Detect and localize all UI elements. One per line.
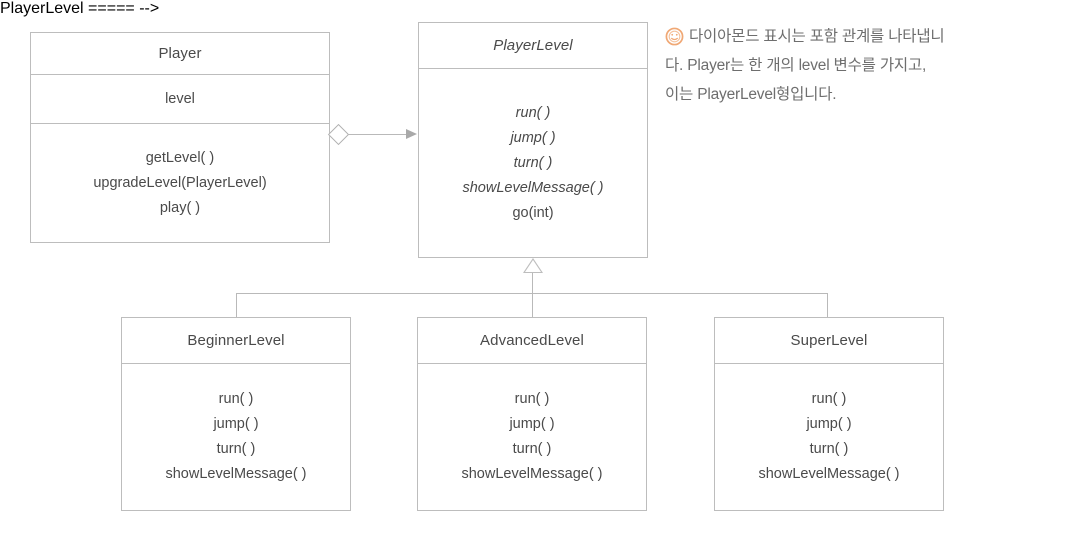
smiley-face-icon: [665, 27, 684, 46]
class-methods-compartment: run( ) jump( ) turn( ) showLevelMessage(…: [122, 363, 350, 510]
aggregation-line: [346, 134, 406, 135]
aggregation-diamond-icon: [327, 123, 350, 146]
class-methods-compartment: run( ) jump( ) turn( ) showLevelMessage(…: [715, 363, 943, 510]
method-turn: turn( ): [512, 441, 552, 457]
class-name-compartment: SuperLevel: [715, 318, 943, 363]
generalization-stem-line: [532, 273, 533, 293]
class-name-compartment: Player: [31, 33, 329, 74]
class-attributes-compartment: level: [31, 74, 329, 123]
class-methods-compartment: getLevel( ) upgradeLevel(PlayerLevel) pl…: [31, 123, 329, 242]
class-name-compartment: PlayerLevel: [419, 23, 647, 68]
method-show-level-message: showLevelMessage( ): [461, 466, 603, 482]
note-line-2: 다. Player는 한 개의 level 변수를 가지고,: [665, 57, 927, 74]
method-turn: turn( ): [809, 441, 849, 457]
method-go: go(int): [512, 204, 554, 221]
method-show-level-message: showLevelMessage( ): [165, 466, 307, 482]
method-jump: jump( ): [806, 416, 852, 432]
class-title-beginnerlevel: BeginnerLevel: [187, 332, 285, 349]
class-box-playerlevel[interactable]: PlayerLevel run( ) jump( ) turn( ) showL…: [418, 22, 648, 258]
method-run: run( ): [514, 391, 550, 407]
method-jump: jump( ): [510, 129, 556, 146]
class-box-superlevel[interactable]: SuperLevel run( ) jump( ) turn( ) showLe…: [714, 317, 944, 511]
class-name-compartment: AdvancedLevel: [418, 318, 646, 363]
class-title-player: Player: [158, 45, 202, 62]
class-box-beginnerlevel[interactable]: BeginnerLevel run( ) jump( ) turn( ) sho…: [121, 317, 351, 511]
method-run: run( ): [811, 391, 847, 407]
method-show-level-message: showLevelMessage( ): [758, 466, 900, 482]
method-run: run( ): [218, 391, 254, 407]
class-title-advancedlevel: AdvancedLevel: [480, 332, 584, 349]
class-name-compartment: BeginnerLevel: [122, 318, 350, 363]
method-jump: jump( ): [509, 416, 555, 432]
generalization-drop-beginnerlevel: [236, 293, 237, 317]
method-jump: jump( ): [213, 416, 259, 432]
method-turn: turn( ): [513, 154, 553, 171]
class-box-player[interactable]: Player level getLevel( ) upgradeLevel(Pl…: [30, 32, 330, 243]
attribute-level: level: [165, 90, 195, 107]
class-methods-compartment: run( ) jump( ) turn( ) showLevelMessage(…: [419, 68, 647, 257]
generalization-bus-line: [236, 293, 827, 294]
note-line-3: 이는 PlayerLevel형입니다.: [665, 86, 837, 103]
class-title-superlevel: SuperLevel: [790, 332, 868, 349]
generalization-drop-superlevel: [827, 293, 828, 317]
generalization-drop-advancedlevel: [532, 293, 533, 317]
annotation-note: 다이아몬드 표시는 포함 관계를 나타냅니 다. Player는 한 개의 le…: [665, 22, 1065, 109]
method-turn: turn( ): [216, 441, 256, 457]
note-line-1: 다이아몬드 표시는 포함 관계를 나타냅니: [689, 28, 945, 45]
method-upgrade-level: upgradeLevel(PlayerLevel): [93, 174, 267, 191]
method-get-level: getLevel( ): [145, 149, 215, 166]
method-run: run( ): [515, 104, 551, 121]
method-play: play( ): [159, 199, 201, 216]
method-show-level-message: showLevelMessage( ): [462, 179, 604, 196]
class-box-advancedlevel[interactable]: AdvancedLevel run( ) jump( ) turn( ) sho…: [417, 317, 647, 511]
class-methods-compartment: run( ) jump( ) turn( ) showLevelMessage(…: [418, 363, 646, 510]
aggregation-arrowhead-icon: [406, 129, 417, 139]
generalization-triangle-icon: [523, 258, 543, 273]
class-title-playerlevel: PlayerLevel: [493, 37, 573, 54]
